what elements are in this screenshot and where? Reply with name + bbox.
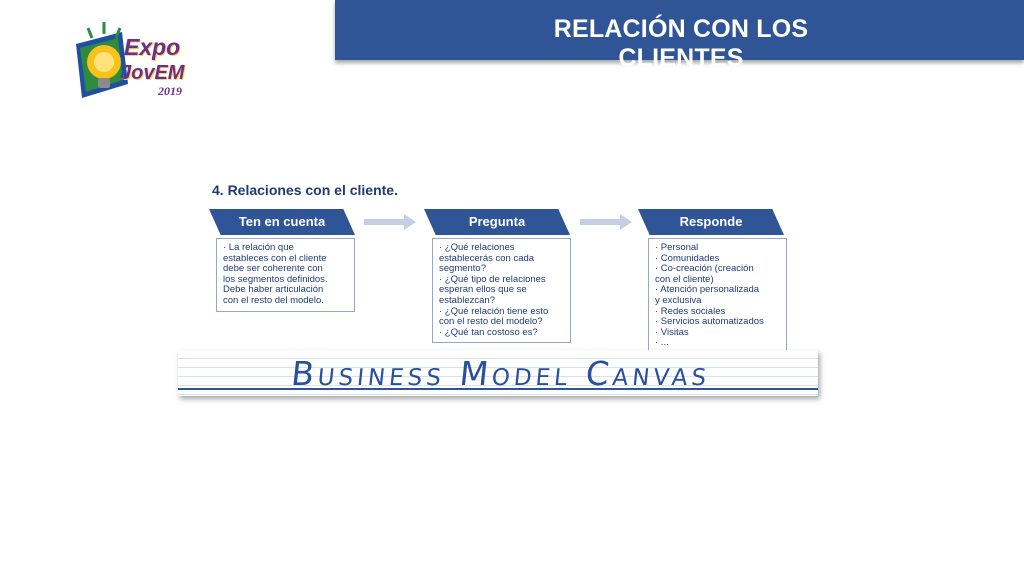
step-line: esperan ellos que se bbox=[439, 284, 527, 296]
step-line: los segmentos definidos. bbox=[223, 273, 328, 285]
step-line: · Atención personalizada bbox=[655, 284, 760, 296]
diagram-heading: 4. Relaciones con el cliente. bbox=[212, 182, 398, 198]
arrow-right-icon bbox=[580, 214, 632, 230]
step-line: · Comunidades bbox=[655, 252, 720, 264]
lightbulb-icon bbox=[76, 22, 128, 98]
step-line: · ¿Qué tan costoso es? bbox=[439, 326, 538, 338]
step-line: · ... bbox=[655, 337, 669, 349]
step-line: · Co-creación (creación bbox=[655, 263, 754, 275]
step-line: · ¿Qué relación tiene esto bbox=[439, 305, 549, 317]
step-line: debe ser coherente con bbox=[223, 263, 323, 275]
step-line: · Redes sociales bbox=[655, 305, 726, 317]
logo-text-jovem: JovEM bbox=[120, 62, 185, 84]
step-line: · Personal bbox=[655, 242, 699, 253]
step-line: · La relación que bbox=[223, 242, 294, 253]
step-line: estableces con el cliente bbox=[223, 252, 327, 264]
expojovem-logo: Expo JovEM 2019 bbox=[68, 22, 198, 108]
step-tab-ten-en-cuenta: Ten en cuenta bbox=[209, 209, 355, 235]
step-tab-responde: Responde bbox=[638, 209, 784, 235]
step-line: · ¿Qué tipo de relaciones bbox=[439, 273, 546, 285]
step-line: establezcan? bbox=[439, 294, 495, 306]
step-box-pregunta: · ¿Qué relaciones establecerás con cada … bbox=[432, 238, 571, 344]
step-line: con el cliente) bbox=[655, 273, 714, 285]
step-tab-pregunta: Pregunta bbox=[424, 209, 570, 235]
arrow-right-icon bbox=[364, 214, 416, 230]
step-box-responde: · Personal · Comunidades · Co-creación (… bbox=[648, 238, 787, 354]
step-line: · Visitas bbox=[655, 326, 689, 338]
business-model-canvas-image: Business Model Canvas bbox=[178, 350, 818, 396]
slide-title: RELACIÓN CON LOS CLIENTES bbox=[553, 15, 809, 72]
logo-text-expo: Expo bbox=[124, 34, 181, 60]
step-line: · Servicios automatizados bbox=[655, 316, 764, 328]
step-line: Debe haber articulación bbox=[223, 284, 324, 296]
business-model-canvas-text: Business Model Canvas bbox=[289, 354, 713, 393]
step-line: establecerás con cada bbox=[439, 252, 535, 264]
step-line: con el resto del modelo? bbox=[439, 316, 543, 328]
step-box-ten-en-cuenta: · La relación que estableces con el clie… bbox=[216, 238, 355, 312]
step-line: con el resto del modelo. bbox=[223, 294, 324, 306]
underline-rule bbox=[178, 388, 818, 390]
step-line: · ¿Qué relaciones bbox=[439, 242, 515, 253]
step-line: segmento? bbox=[439, 263, 487, 275]
logo-year: 2019 bbox=[158, 84, 182, 98]
title-banner: RELACIÓN CON LOS CLIENTES bbox=[335, 0, 1024, 72]
step-line: y exclusiva bbox=[655, 294, 702, 306]
